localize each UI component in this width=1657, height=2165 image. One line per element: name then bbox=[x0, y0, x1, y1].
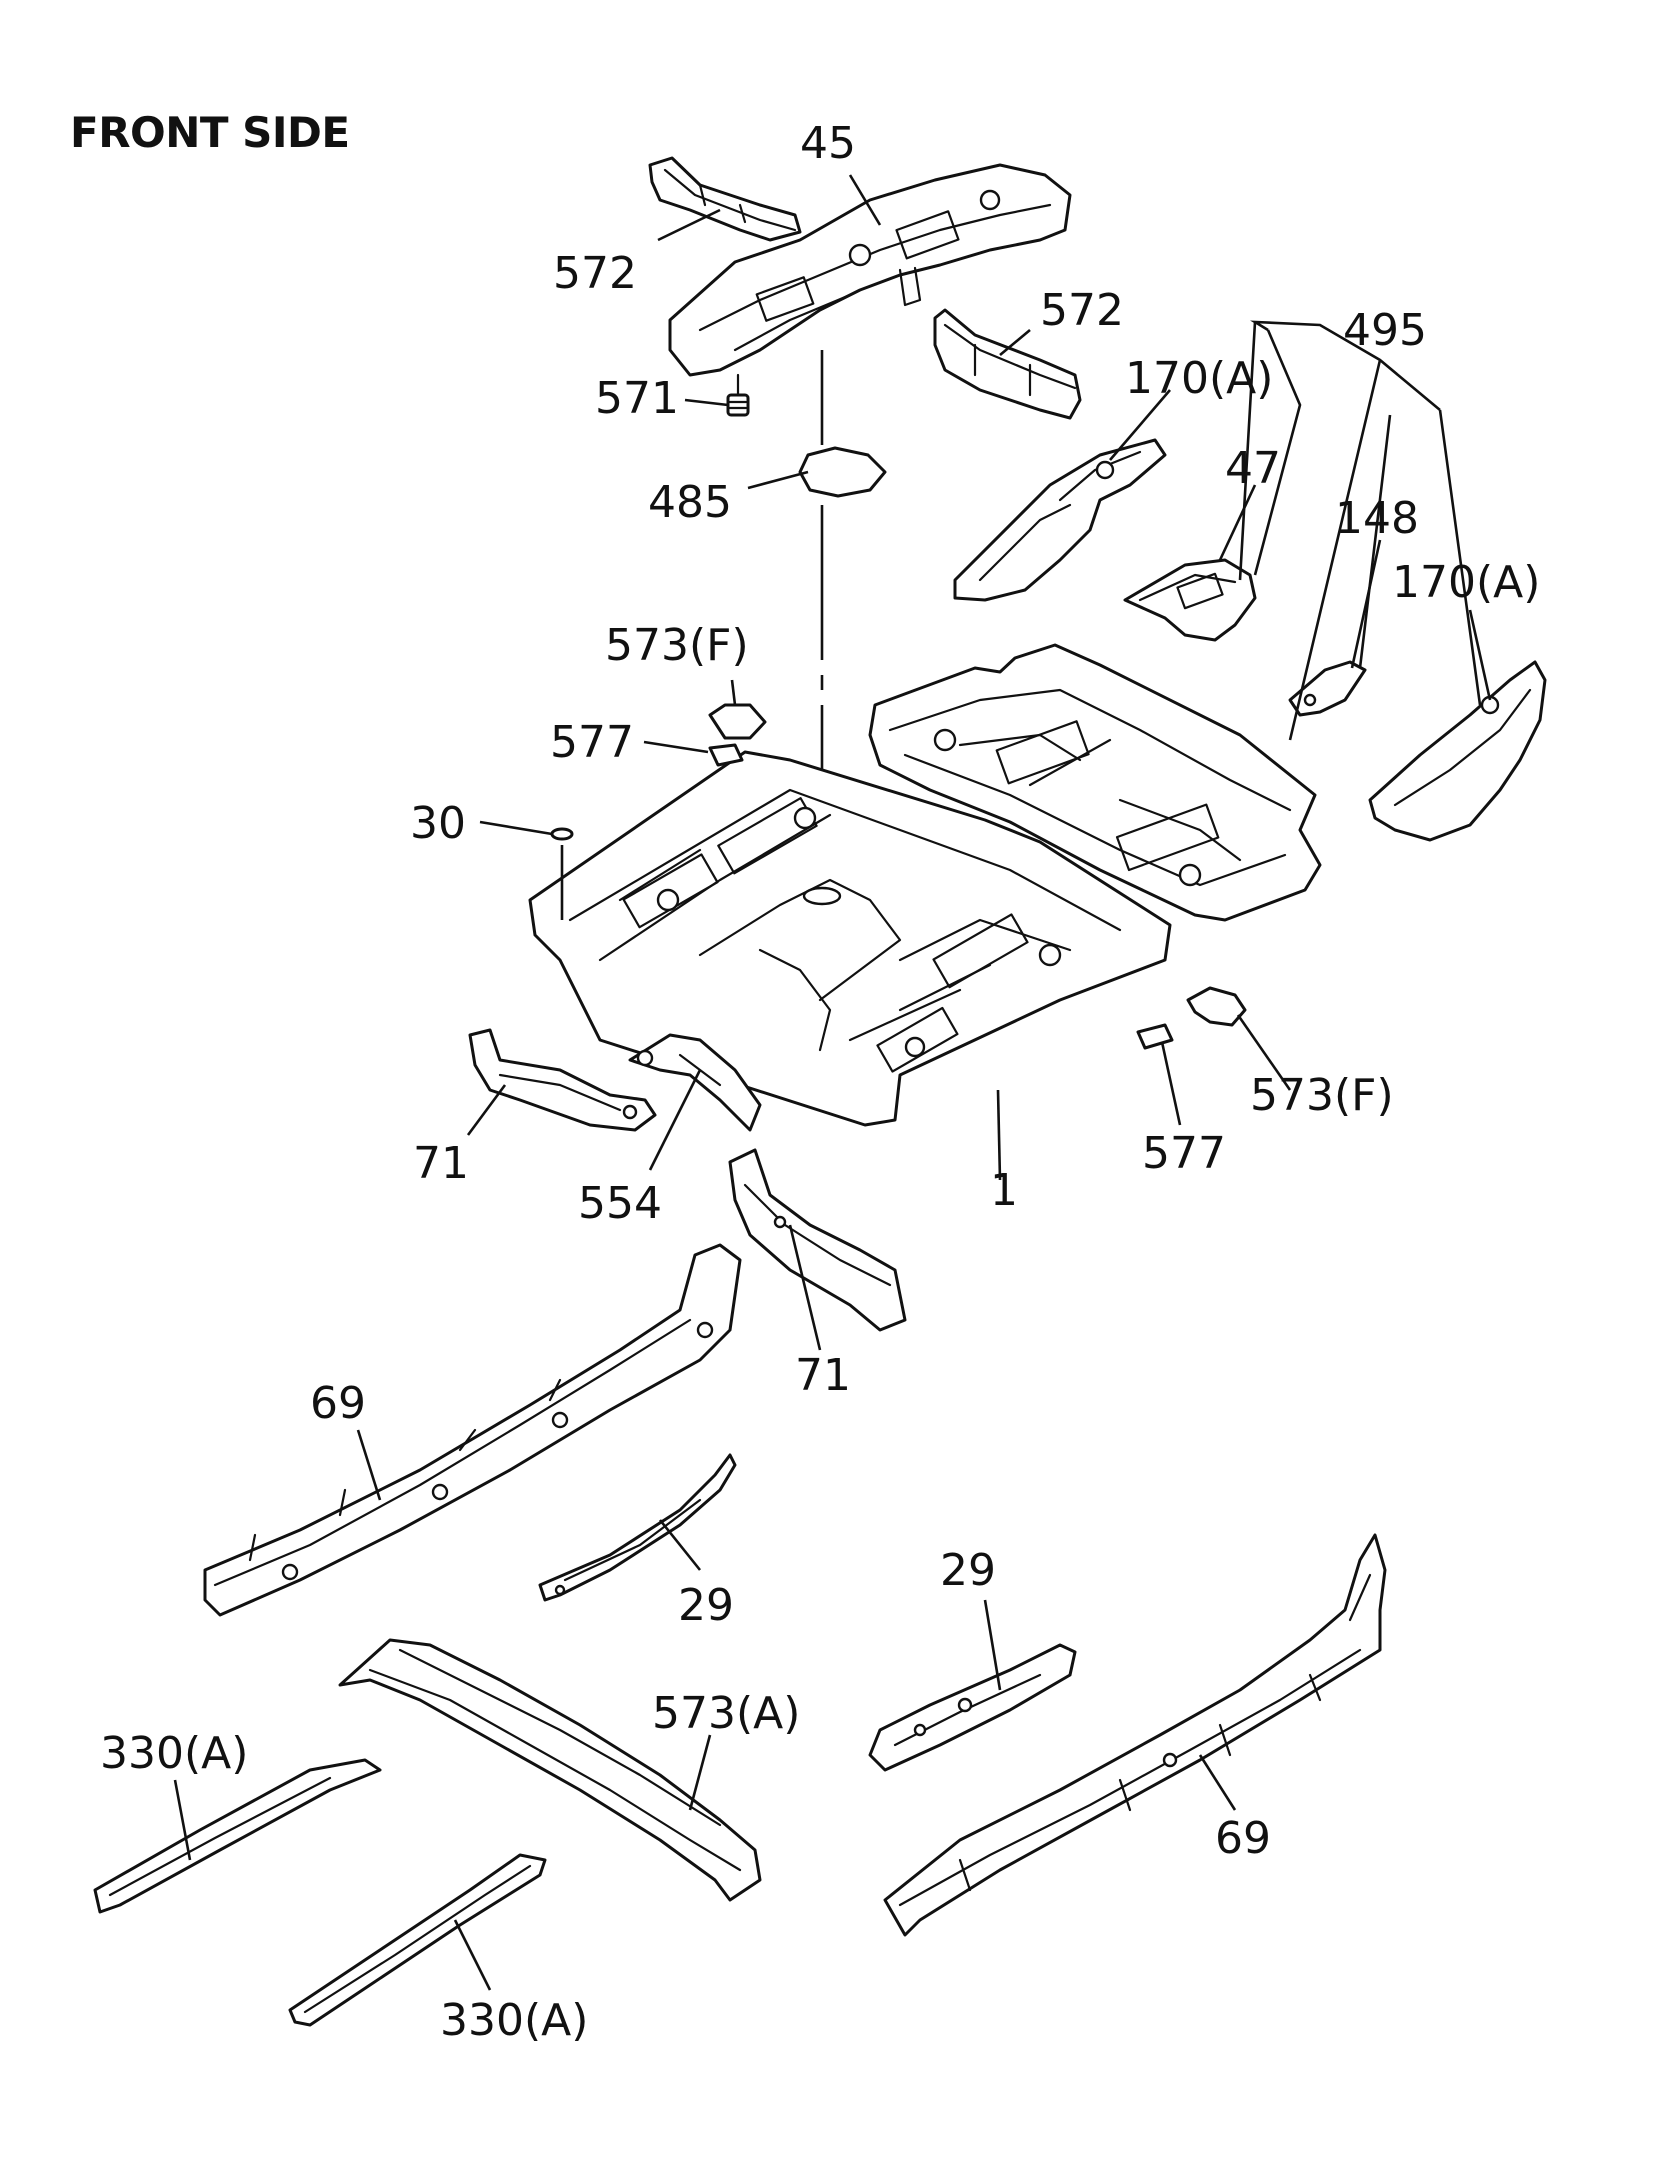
callout-330a-right: 330(A) bbox=[440, 1995, 588, 2046]
callout-69-right: 69 bbox=[1215, 1813, 1271, 1864]
callout-1: 1 bbox=[990, 1165, 1018, 1216]
part-71-left bbox=[468, 1028, 657, 1132]
part-148 bbox=[1288, 660, 1367, 717]
callout-573a: 573(A) bbox=[652, 1688, 800, 1739]
part-170a-left bbox=[953, 438, 1167, 602]
callout-71-right: 71 bbox=[795, 1350, 851, 1401]
callout-577-lower: 577 bbox=[1142, 1128, 1226, 1179]
part-45-crossmember bbox=[668, 163, 1072, 377]
part-170a-right bbox=[1368, 660, 1547, 842]
callout-45: 45 bbox=[800, 118, 856, 169]
part-573f-upper bbox=[708, 703, 767, 740]
part-572-bracket-left bbox=[648, 156, 802, 242]
part-573f-lower bbox=[1186, 986, 1247, 1027]
callout-29-left: 29 bbox=[678, 1580, 734, 1631]
part-573a-crossmember bbox=[338, 1638, 762, 1902]
callout-71-left: 71 bbox=[413, 1138, 469, 1189]
part-30-plug bbox=[550, 827, 574, 920]
part-29-right bbox=[868, 1643, 1077, 1772]
part-47 bbox=[1123, 558, 1257, 642]
callout-69-left: 69 bbox=[310, 1378, 366, 1429]
callout-labels: 45 572 572 571 485 495 170(A) 47 148 170… bbox=[100, 118, 1540, 2046]
part-71-right bbox=[728, 1148, 907, 1332]
callout-47: 47 bbox=[1225, 443, 1281, 494]
callout-30: 30 bbox=[410, 798, 466, 849]
part-572-bracket-right bbox=[933, 308, 1082, 420]
part-29-left bbox=[538, 1453, 737, 1602]
callout-572-right: 572 bbox=[1040, 285, 1124, 336]
callout-571: 571 bbox=[595, 373, 679, 424]
part-330a-right bbox=[288, 1853, 547, 2027]
part-69-left-rocker bbox=[203, 1243, 742, 1617]
callout-485: 485 bbox=[648, 477, 732, 528]
callout-573f-lower: 573(F) bbox=[1250, 1070, 1394, 1121]
part-571-bolt bbox=[726, 373, 750, 417]
callout-572-left: 572 bbox=[553, 248, 637, 299]
callout-29-right: 29 bbox=[940, 1545, 996, 1596]
part-485-plug bbox=[798, 446, 887, 498]
callout-495: 495 bbox=[1343, 305, 1427, 356]
callout-330a-left: 330(A) bbox=[100, 1728, 248, 1779]
diagram-title: FRONT SIDE bbox=[70, 108, 350, 157]
callout-573f-upper: 573(F) bbox=[605, 620, 749, 671]
part-69-right-rocker bbox=[883, 1533, 1387, 1937]
callout-554: 554 bbox=[578, 1178, 662, 1229]
part-1-front-floor-panel bbox=[528, 750, 1172, 1127]
callout-148: 148 bbox=[1335, 493, 1419, 544]
callout-577-upper: 577 bbox=[550, 717, 634, 768]
callout-170a-right: 170(A) bbox=[1392, 557, 1540, 608]
part-577-upper bbox=[708, 743, 744, 767]
part-577-lower bbox=[1136, 1023, 1174, 1050]
part-495-rear-floor-panel bbox=[868, 643, 1322, 922]
leader-lines bbox=[173, 174, 1492, 1991]
part-330a-left bbox=[93, 1758, 382, 1914]
callout-170a-left: 170(A) bbox=[1125, 353, 1273, 404]
